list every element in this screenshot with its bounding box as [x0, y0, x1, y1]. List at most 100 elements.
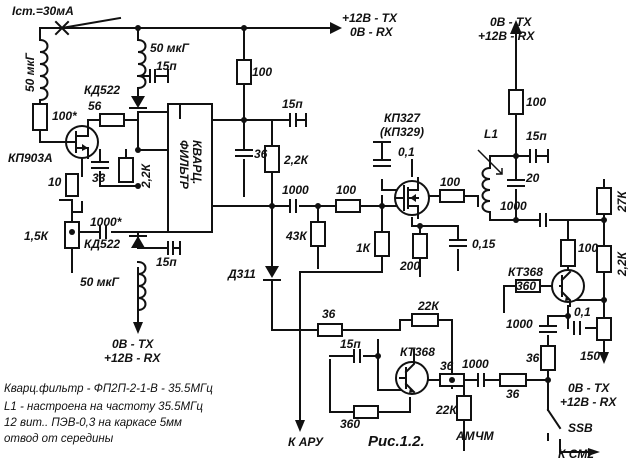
inductors — [38, 38, 503, 312]
label-c-15p-e: 15п — [340, 337, 361, 351]
inductor-50mkg-top — [136, 38, 147, 90]
label-c-1000-c: 1000 — [506, 317, 533, 331]
label-q-kp903a: КП903А — [8, 151, 53, 165]
label-r-10: 10 — [48, 175, 62, 189]
quartz-filter: КВАРЦ. ФИЛЬТР — [167, 103, 213, 233]
resistor-100-b — [439, 189, 465, 203]
filter-label-2: ФИЛЬТР — [177, 140, 191, 190]
label-c-20: 20 — [525, 171, 540, 185]
label-q-kp329: (КП329) — [380, 125, 424, 139]
capacitor-01-right — [573, 321, 581, 335]
label-r-100-c: 100 — [526, 95, 546, 109]
transistor-kt368-right — [551, 269, 585, 307]
label-c-15p-c: 15п — [282, 97, 303, 111]
resistor-360-a — [515, 279, 541, 293]
resistor-27k — [596, 187, 612, 215]
label-c-015: 0,15 — [472, 237, 496, 251]
arrows — [54, 16, 609, 456]
label-r-150: 150 — [580, 349, 600, 363]
resistor-100star — [32, 103, 48, 131]
label-right-supply-2: +12В - RX — [478, 29, 535, 43]
label-c-1000-a: 1000 — [282, 183, 309, 197]
label-l-50mkg-bottom: 50 мкГ — [80, 275, 120, 289]
label-r-22k-a: 22К — [417, 299, 440, 313]
label-bl-supply-1: 0В - ТХ — [112, 337, 154, 351]
resistor-36-a — [317, 323, 343, 337]
label-c-15p-d: 15п — [526, 129, 547, 143]
label-br-supply-1: 0В - ТХ — [568, 381, 610, 395]
capacitor-36-mid — [235, 149, 253, 157]
label-r-36-c: 36 — [506, 387, 520, 401]
resistor-200 — [412, 233, 428, 259]
label-r-1k5: 1,5К — [24, 229, 50, 243]
resistor-22k-a — [411, 313, 439, 327]
resistor-22k-b — [456, 395, 472, 421]
label-d-d311: Д311 — [227, 267, 256, 281]
resistor-100-a — [335, 199, 361, 213]
ground-symbols — [71, 69, 605, 451]
label-c-33: 33 — [92, 171, 106, 185]
inductor-l1-tuning-arrow — [477, 149, 503, 175]
label-r-36-a: 36 — [322, 307, 336, 321]
label-br-supply-2: +12В - RX — [560, 395, 617, 409]
note-line: отвод от середины — [4, 433, 114, 445]
label-r-22k-b: 22К — [435, 403, 458, 417]
label-q-kt368-mid: КТ368 — [400, 345, 435, 359]
capacitor-015 — [449, 239, 467, 247]
label-q-kp327: КП327 — [384, 111, 421, 125]
inductor-l1 — [481, 166, 492, 214]
resistor-100-d — [560, 239, 576, 267]
resistor-36-c — [499, 373, 527, 387]
resistor-43k — [310, 221, 326, 247]
label-c-1000-b: 1000 — [500, 199, 527, 213]
note-line: Кварц.фильтр - ФП2П-2-1-В - 35.5МГц — [4, 383, 213, 395]
resistor-150 — [596, 317, 612, 341]
resistor-360-b — [353, 405, 379, 419]
resistor-2k2-a — [118, 157, 134, 183]
notes-block: Кварц.фильтр - ФП2П-2-1-В - 35.5МГц L1 -… — [4, 383, 213, 445]
capacitor-1000star — [99, 225, 107, 239]
label-right-supply-1: 0В - ТХ — [490, 15, 532, 29]
capacitor-15p-bottom-mid — [353, 349, 361, 363]
resistors — [32, 59, 612, 421]
transistors — [65, 125, 585, 395]
note-line: L1 - настроена на частоту 35.5МГц — [4, 401, 203, 413]
capacitor-15p-right — [289, 113, 307, 127]
diode-kd522-bottom — [129, 235, 147, 248]
inductor-50mkg-left — [38, 38, 49, 102]
component-labels: Iст.=30мА 50 мкГ 50 мкГ 50 мкГ 100* 56 К… — [8, 4, 629, 461]
label-r-100-d: 100 — [578, 241, 598, 255]
capacitor-1000-c — [539, 325, 557, 333]
label-agc: К АРУ — [288, 435, 324, 449]
label-ist: Iст.=30мА — [12, 4, 74, 18]
resistor-100-c — [508, 89, 524, 115]
label-c-1000star: 1000* — [90, 215, 123, 229]
label-to-cm2: К СМ2 — [558, 447, 594, 461]
junction-dots — [69, 25, 607, 383]
label-r-2k2-a: 2,2К — [139, 162, 153, 189]
resistor-36-d — [540, 345, 556, 371]
capacitors — [91, 69, 581, 387]
label-amchm: АМЧМ — [455, 429, 495, 443]
label-l-50mkg-left: 50 мкГ — [23, 52, 37, 92]
capacitor-33 — [91, 161, 109, 169]
label-r-2k2-b: 2,2К — [283, 153, 310, 167]
capacitor-1000-d — [477, 373, 485, 387]
label-r-100star: 100* — [52, 109, 78, 123]
label-r-36-b: 36 — [440, 359, 454, 373]
resistor-2k2-b — [264, 145, 280, 173]
label-r-100-top: 100 — [252, 65, 272, 79]
capacitor-1000-b — [539, 213, 547, 227]
label-l-50mkg-top: 50 мкГ — [150, 41, 190, 55]
label-d-kd522-bottom: КД522 — [84, 237, 120, 251]
label-r-2k2-c: 2,2К — [615, 250, 629, 277]
label-bl-supply-2: +12В - RX — [104, 351, 161, 365]
label-c-01-a: 0,1 — [398, 145, 415, 159]
label-top-supply-1: +12В - ТХ — [342, 11, 398, 25]
diode-d311 — [263, 266, 281, 281]
label-q-kt368-right: КТ368 — [508, 265, 543, 279]
label-c-36-mid: 36 — [254, 147, 268, 161]
transistor-kp903a — [65, 125, 99, 159]
label-r-360-a: 360 — [516, 279, 536, 293]
resistor-56 — [99, 113, 125, 127]
